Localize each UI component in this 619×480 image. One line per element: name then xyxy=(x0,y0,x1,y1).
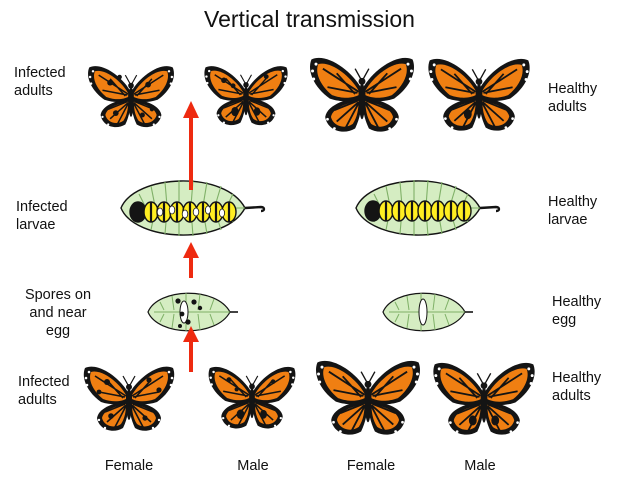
butterfly-healthy-female-bottom xyxy=(316,361,420,435)
arrow-adult xyxy=(183,101,199,190)
butterfly-infected-male-bottom xyxy=(209,367,296,429)
leaf-infected-egg xyxy=(148,293,238,331)
butterfly-infected-female-bottom xyxy=(84,367,174,431)
arrow-larva xyxy=(183,242,199,278)
butterfly-healthy-female-top xyxy=(310,58,414,132)
butterfly-infected-male-top xyxy=(204,66,287,125)
butterfly-healthy-male-bottom xyxy=(433,363,534,435)
arrow-egg xyxy=(183,326,199,372)
leaf-healthy-larva xyxy=(356,180,499,236)
leaf-healthy-egg xyxy=(383,293,473,331)
transmission-arrows xyxy=(183,101,199,372)
butterfly-infected-female-top xyxy=(88,66,174,127)
butterfly-healthy-male-top xyxy=(428,59,529,131)
